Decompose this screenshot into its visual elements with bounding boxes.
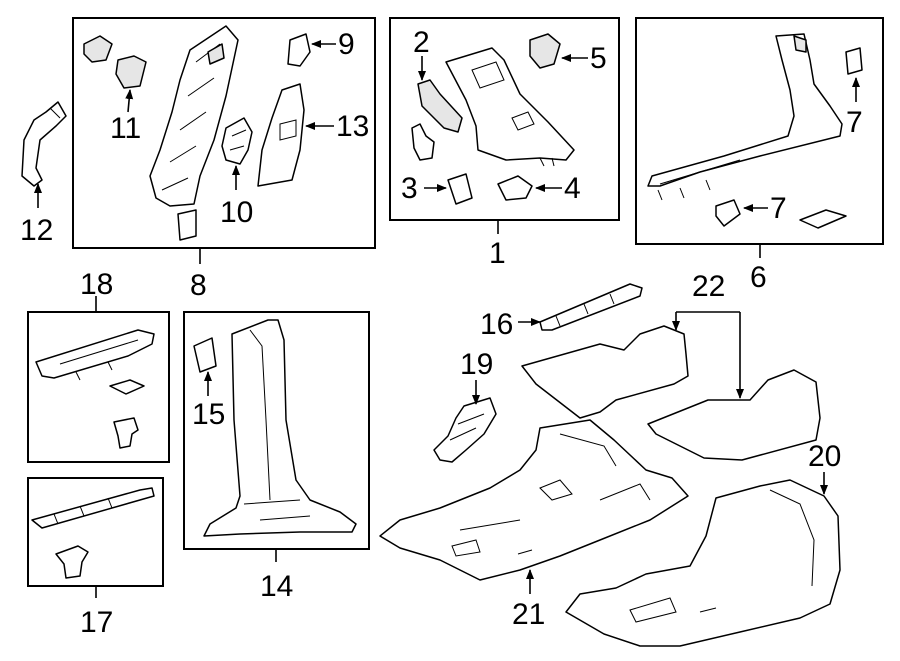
callout-12: 12 <box>20 214 53 247</box>
part-17-sill[interactable] <box>31 487 155 529</box>
part-12-grab-handle[interactable] <box>21 101 67 187</box>
part-6-pad[interactable] <box>799 209 847 229</box>
callout-17: 17 <box>80 606 113 639</box>
part-15-clip[interactable] <box>193 337 217 373</box>
part-3-pad[interactable] <box>447 173 473 205</box>
part-21-carpet-front[interactable] <box>379 419 689 581</box>
part-19-bracket[interactable] <box>433 397 497 463</box>
callout-4: 4 <box>564 172 581 205</box>
callout-16: 16 <box>480 308 513 341</box>
part-7-clip-a[interactable] <box>845 47 863 75</box>
callout-19: 19 <box>460 348 493 381</box>
part-11-clip[interactable] <box>83 35 147 89</box>
group-box-1 <box>389 17 620 221</box>
callout-1: 1 <box>489 237 506 270</box>
part-5-clip[interactable] <box>529 33 561 69</box>
group-box-8 <box>72 17 376 249</box>
callout-5: 5 <box>590 42 607 75</box>
part-18-pad[interactable] <box>109 379 145 395</box>
callout-2: 2 <box>413 26 430 59</box>
group-box-18 <box>27 311 170 463</box>
callout-11: 11 <box>110 112 141 145</box>
callout-8: 8 <box>190 269 207 302</box>
part-2-bolt-b[interactable] <box>411 123 435 161</box>
callout-10: 10 <box>220 196 253 229</box>
callout-7b: 7 <box>770 192 787 225</box>
part-2-bolt[interactable] <box>417 79 463 133</box>
part-6-sill-plate[interactable] <box>647 33 843 201</box>
callout-9: 9 <box>338 28 355 61</box>
callout-22: 22 <box>692 270 725 303</box>
part-13-panel[interactable] <box>257 83 305 187</box>
callout-7a: 7 <box>846 106 863 139</box>
part-22-mat-front[interactable] <box>521 325 689 419</box>
part-8-retainer[interactable] <box>177 209 197 241</box>
part-18-sill[interactable] <box>35 329 155 381</box>
part-10-clip[interactable] <box>221 117 253 165</box>
callout-18: 18 <box>80 268 113 301</box>
part-20-carpet-rear[interactable] <box>565 479 841 647</box>
part-8-pillar-trim[interactable] <box>149 25 239 207</box>
callout-15: 15 <box>192 398 225 431</box>
callout-13: 13 <box>336 110 369 143</box>
part-22-mat-rear[interactable] <box>647 369 821 461</box>
part-4-cap[interactable] <box>497 175 533 201</box>
part-17-clip[interactable] <box>55 545 89 579</box>
callout-6: 6 <box>750 261 767 294</box>
part-9-clip[interactable] <box>287 33 311 67</box>
part-1-pillar-trim[interactable] <box>445 47 575 167</box>
part-16-scuff[interactable] <box>539 283 643 331</box>
callout-21: 21 <box>512 598 545 631</box>
callout-14: 14 <box>260 570 293 603</box>
callout-20: 20 <box>808 440 841 473</box>
callout-3: 3 <box>401 172 418 205</box>
part-18-clip[interactable] <box>113 417 139 449</box>
part-7-clip-b[interactable] <box>715 199 741 227</box>
part-14-pillar-lower[interactable] <box>203 319 357 537</box>
